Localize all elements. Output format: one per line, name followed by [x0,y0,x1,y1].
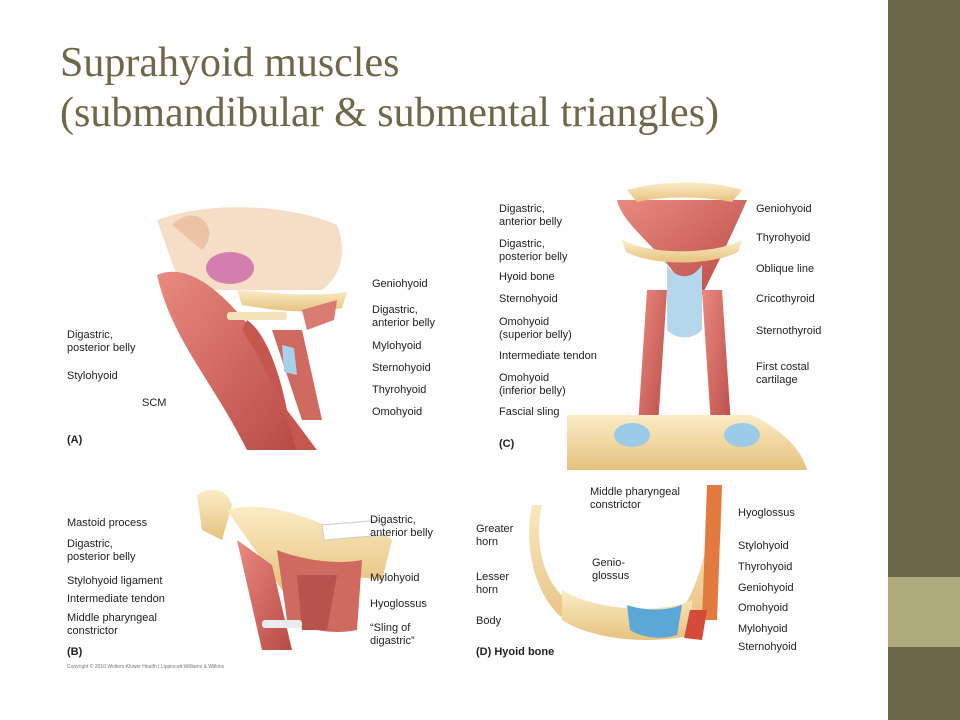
label-b-mastoid-process: Mastoid process [67,517,148,529]
panel-c-tag: (C) [499,438,515,450]
label-d-mylohyoid: Mylohyoid [738,623,788,635]
slide-title: Suprahyoid muscles (submandibular & subm… [60,38,880,138]
label-d-thyrohyoid: Thyrohyoid [738,561,793,573]
panel-b-illustration [197,489,392,650]
label-d-omohyoid: Omohyoid [738,602,789,614]
label-d-hyoglossus: Hyoglossus [738,507,795,519]
panel-d-tag: (D) Hyoid bone [476,646,555,658]
label-a-omohyoid: Omohyoid [372,406,423,418]
label-b-sling-of-digastric: “Sling of digastric” [370,622,415,647]
label-c-oblique-line: Oblique line [756,263,815,275]
label-d-genioglossus: Genio- glossus [592,557,630,582]
label-c-first-costal-cartilage: First costal cartilage [756,361,810,386]
label-c-geniohyoid: Geniohyoid [756,203,812,215]
label-b-mylohyoid: Mylohyoid [370,572,420,584]
panel-a-tag: (A) [67,434,83,446]
label-b-stylohyoid-ligament: Stylohyoid ligament [67,575,163,587]
label-c-omohyoid-superior: Omohyoid (superior belly) [499,316,572,341]
label-c-hyoid-bone: Hyoid bone [499,271,555,283]
label-a-mylohyoid: Mylohyoid [372,340,422,352]
label-a-sternohyoid: Sternohyoid [372,362,431,374]
label-c-sternothyroid: Sternothyroid [756,325,822,337]
panel-b-tag: (B) [67,646,83,658]
label-b-digastric-anterior: Digastric, anterior belly [370,514,433,539]
anatomy-figure: Geniohyoid Digastric, anterior belly Myl… [62,180,832,672]
label-c-digastric-anterior: Digastric, anterior belly [499,203,562,228]
label-c-intermediate-tendon: Intermediate tendon [499,350,597,362]
label-c-fascial-sling: Fascial sling [499,406,560,418]
label-c-thyrohyoid: Thyrohyoid [756,232,811,244]
label-d-lesser-horn: Lesser horn [476,571,510,596]
title-line-1: Suprahyoid muscles [60,40,400,86]
label-c-sternohyoid: Sternohyoid [499,293,558,305]
copyright-notice: Copyright © 2010 Wolters Kluwer Health |… [67,664,225,670]
label-a-digastric-posterior: Digastric, posterior belly [67,329,136,354]
label-c-digastric-posterior: Digastric, posterior belly [499,238,568,263]
anatomy-illustration [157,182,807,650]
panel-a-illustration [157,207,347,450]
label-d-greater-horn: Greater horn [476,523,514,548]
label-a-geniohyoid: Geniohyoid [372,278,428,290]
label-b-hyoglossus: Hyoglossus [370,598,427,610]
label-b-middle-pharyngeal-constrictor: Middle pharyngeal constrictor [67,612,157,637]
label-d-stylohyoid: Stylohyoid [738,540,789,552]
panel-c-illustration [567,182,807,470]
title-line-2: (submandibular & submental triangles) [60,90,720,136]
label-d-body: Body [476,615,502,627]
slide-sidebar [888,0,960,720]
label-d-geniohyoid: Geniohyoid [738,582,794,594]
sidebar-accent [888,577,960,647]
label-a-stylohyoid: Stylohyoid [67,370,118,382]
panel-d-illustration [529,485,722,640]
label-a-thyrohyoid: Thyrohyoid [372,384,427,396]
label-b-digastric-posterior: Digastric, posterior belly [67,538,136,563]
label-b-intermediate-tendon: Intermediate tendon [67,593,165,605]
label-a-scm: SCM [142,397,167,409]
label-a-digastric-anterior: Digastric, anterior belly [372,304,435,329]
label-d-sternohyoid: Sternohyoid [738,641,797,653]
label-d-middle-pharyngeal-constrictor: Middle pharyngeal constrictor [590,486,680,511]
label-c-cricothyroid: Cricothyroid [756,293,815,305]
label-c-omohyoid-inferior: Omohyoid (inferior belly) [499,372,566,397]
